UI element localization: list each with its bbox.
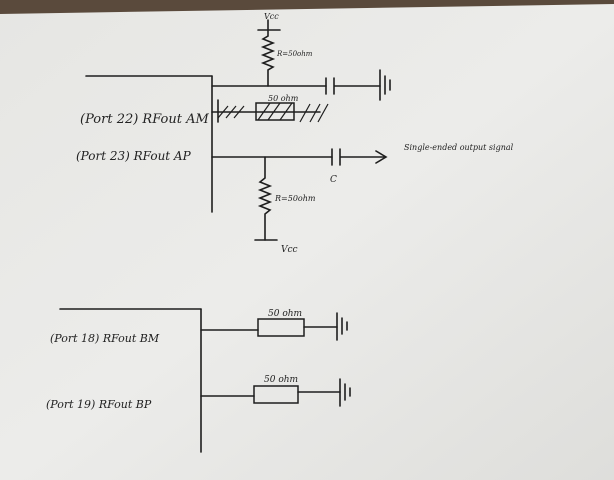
top-capacitor-symbol — [325, 77, 381, 95]
vcc-bottom-label: Vcc — [281, 245, 298, 255]
pullup-resistor-label: R=50ohm — [276, 50, 313, 58]
output-signal-label: Single-ended output signal — [404, 143, 514, 152]
capacitor-label: C — [330, 175, 337, 185]
pulldown-resistor-symbol — [257, 156, 273, 241]
bottom-circuit — [59, 308, 351, 453]
port18-ground-symbol — [336, 312, 348, 341]
pullup-resistor-symbol — [260, 29, 276, 87]
port19-resistor-symbol — [253, 385, 299, 404]
port19-resistor-label: 50 ohm — [264, 375, 298, 385]
top-ground-symbol — [379, 69, 391, 101]
shunt-resistor-label: 50 ohm — [268, 94, 299, 103]
output-arrow — [375, 150, 388, 164]
shunt-resistor-box — [255, 102, 295, 121]
output-capacitor-symbol — [331, 148, 385, 166]
port22-label: (Port 22) RFout AM — [80, 112, 209, 127]
top-circuit — [85, 19, 391, 241]
shunt-resistor-hatch — [217, 102, 329, 123]
port23-label: (Port 23) RFout AP — [76, 149, 192, 163]
pulldown-resistor-label: R=50ohm — [274, 194, 316, 203]
vcc-top-label: Vcc — [264, 12, 279, 21]
port19-ground-symbol — [339, 378, 351, 407]
port18-label: (Port 18) RFout BM — [50, 332, 160, 345]
paper — [0, 4, 614, 480]
port19-label: (Port 19) RFout BP — [46, 398, 152, 411]
port18-resistor-label: 50 ohm — [268, 309, 302, 319]
